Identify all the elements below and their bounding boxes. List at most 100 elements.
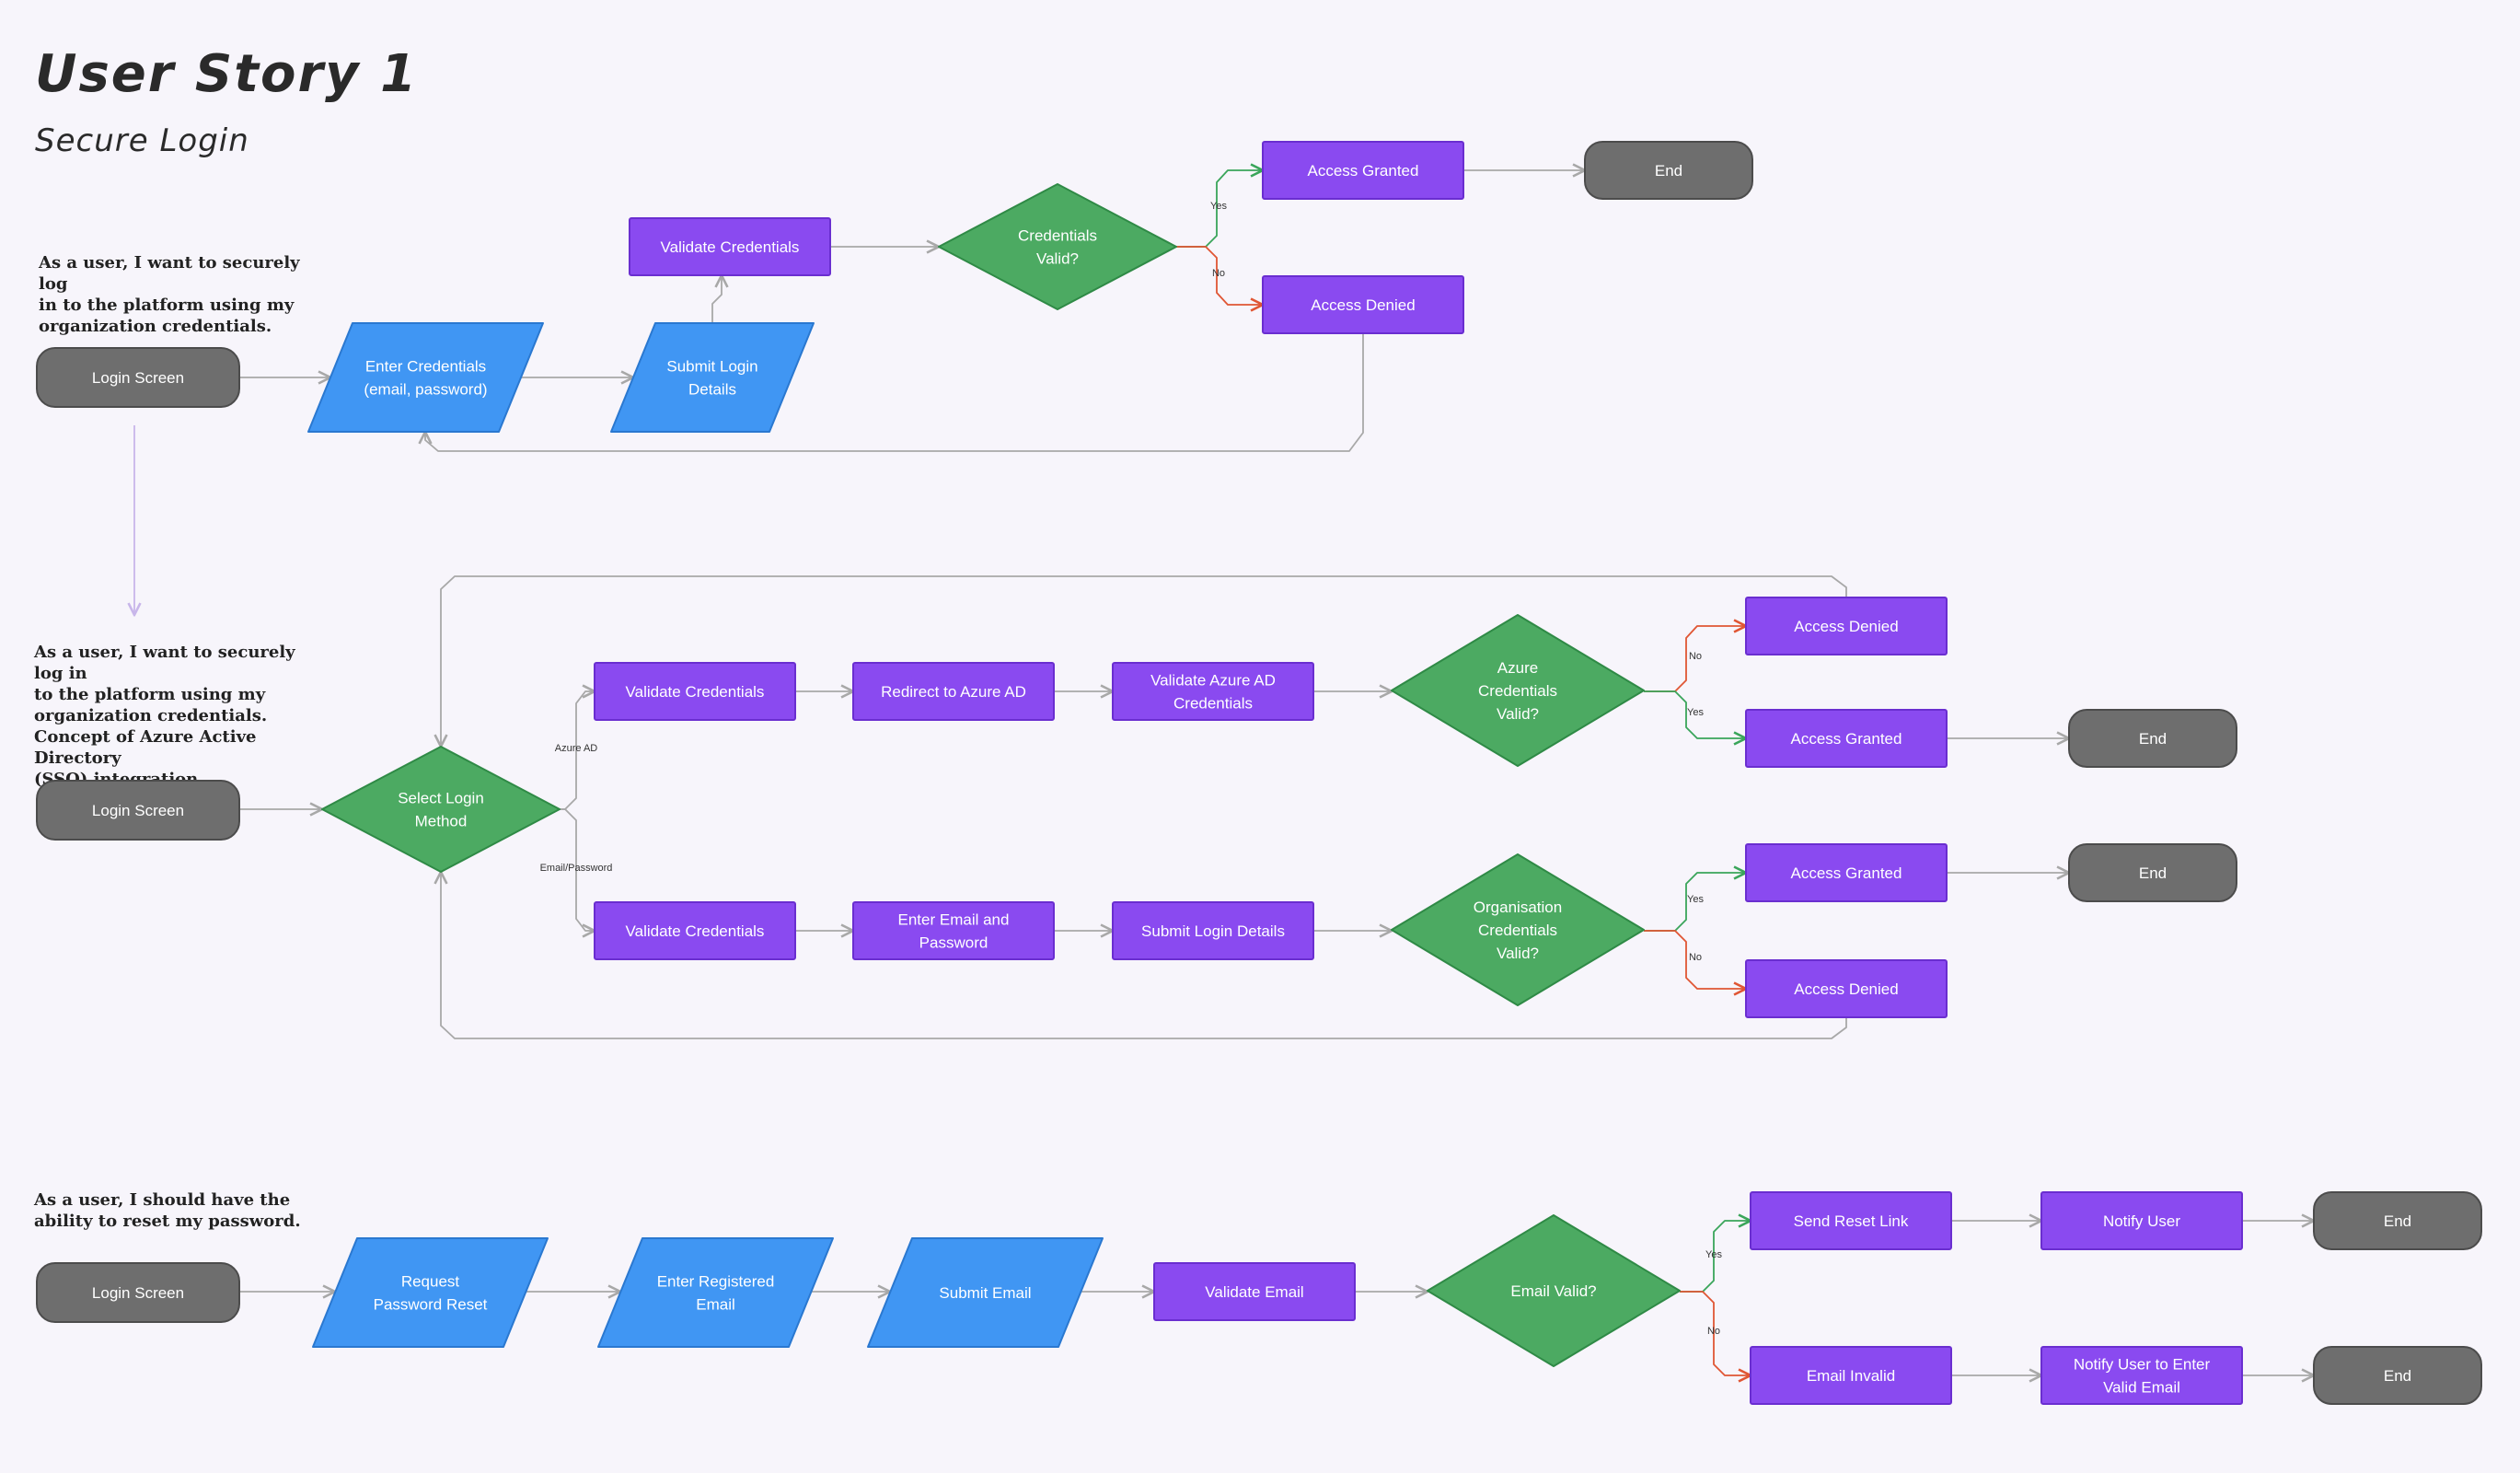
terminal-node-e1[interactable]: End [1584,141,1753,200]
user-story-2: As a user, I want to securely log in to … [34,643,295,789]
node-label: Validate Email [1205,1283,1303,1301]
io-shape [610,322,815,433]
process-node-ad1[interactable]: Access Denied [1262,275,1464,334]
decision-shape [1391,614,1645,767]
decision-shape [1391,853,1645,1006]
node-label: End [2139,730,2167,748]
terminal-shape [36,347,240,408]
process-shape [594,901,796,960]
terminal-shape [36,780,240,841]
node-label: Enter Registered [657,1273,775,1291]
edge-label-email-password: Email/Password [540,863,613,874]
terminal-node-l2[interactable]: Login Screen [36,780,240,841]
edge-ev-to-ei [1680,1291,1751,1375]
process-shape [1112,901,1314,960]
edge-label-yes: Yes [1687,894,1704,905]
edge-label-no: No [1689,952,1702,963]
decision-shape [321,746,561,873]
io-shape [867,1237,1104,1348]
io-shape [597,1237,834,1348]
node-label: Validate Credentials [661,238,800,256]
edge-label-no: No [1689,651,1702,662]
node-label: (email, password) [364,381,487,399]
process-node-ag1[interactable]: Access Granted [1262,141,1464,200]
process-node-sld[interactable]: Submit Login Details [1112,901,1314,960]
terminal-node-e4[interactable]: End [2313,1191,2482,1250]
node-label: Validate Credentials [626,683,765,701]
node-label: Submit Login [666,358,757,376]
decision-node-ev[interactable]: Email Valid? [1427,1214,1681,1367]
node-label: Credentials [1173,695,1253,713]
io-shape [307,322,544,433]
edge-slm-to-vcb [560,808,595,931]
terminal-shape [36,1262,240,1323]
process-node-ag3[interactable]: Access Granted [1745,843,1948,902]
node-label: Submit Email [939,1284,1031,1302]
process-node-ad3[interactable]: Access Denied [1745,959,1948,1018]
process-node-srl[interactable]: Send Reset Link [1750,1191,1952,1250]
edge-sl-to-vc [711,275,722,323]
node-label: End [2139,864,2167,882]
io-node-se[interactable]: Submit Email [867,1237,1104,1348]
process-node-vc[interactable]: Validate Credentials [629,217,831,276]
node-label: Credentials [1478,682,1557,700]
process-node-ad2[interactable]: Access Denied [1745,597,1948,655]
terminal-node-l3[interactable]: Login Screen [36,1262,240,1323]
node-label: Credentials [1478,922,1557,939]
process-shape [1153,1262,1356,1321]
process-node-ei[interactable]: Email Invalid [1750,1346,1952,1405]
node-label: Password Reset [374,1296,488,1314]
edge-label-yes: Yes [1210,201,1227,212]
node-label: Request [401,1273,460,1291]
process-node-nu[interactable]: Notify User [2040,1191,2243,1250]
terminal-node-e5[interactable]: End [2313,1346,2482,1405]
terminal-shape [2068,709,2237,768]
decision-shape [938,183,1177,310]
node-label: Valid? [1497,945,1539,962]
edge-ad3-to-slm [441,872,1847,1039]
process-node-raz[interactable]: Redirect to Azure AD [852,662,1055,721]
terminal-node-e2[interactable]: End [2068,709,2237,768]
process-node-ag2[interactable]: Access Granted [1745,709,1948,768]
node-label: Email [696,1296,735,1314]
node-label: Password [919,934,988,952]
process-shape [852,662,1055,721]
page-subtitle: Secure Login [35,122,249,159]
process-node-ve[interactable]: Validate Email [1153,1262,1356,1321]
edge-acv-to-ag2 [1644,690,1746,738]
node-label: Validate Credentials [626,922,765,940]
process-shape [1750,1191,1952,1250]
process-shape [1112,662,1314,721]
node-label: Access Denied [1794,618,1898,635]
node-label: Valid Email [2103,1379,2180,1397]
node-label: Notify User to Enter [2074,1356,2211,1374]
node-label: Details [688,381,736,399]
node-label: Access Granted [1791,730,1902,748]
node-label: Access Granted [1308,162,1419,180]
terminal-node-e3[interactable]: End [2068,843,2237,902]
node-label: Redirect to Azure AD [881,683,1026,701]
node-label: Enter Credentials [365,358,486,376]
terminal-shape [2313,1191,2482,1250]
process-shape [629,217,831,276]
terminal-shape [2068,843,2237,902]
io-node-ec[interactable]: Enter Credentials (email, password) [307,322,544,433]
process-node-vcb[interactable]: Validate Credentials [594,901,796,960]
node-label: Notify User [2103,1212,2180,1230]
process-shape [1745,843,1948,902]
user-story-3: As a user, I should have the ability to … [34,1190,301,1231]
decision-shape [1427,1214,1681,1367]
process-node-vca[interactable]: Validate Credentials [594,662,796,721]
terminal-node-l1[interactable]: Login Screen [36,347,240,408]
